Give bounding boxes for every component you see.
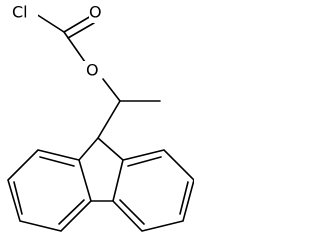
right-benzene-ring	[112, 149, 194, 232]
bond-c-o-ester	[63, 31, 86, 63]
left-ring-double-1	[39, 156, 75, 167]
fluorene-core	[7, 137, 194, 232]
right-ring-double-2	[119, 199, 145, 225]
bond-cl-c	[35, 13, 65, 33]
left-benzene-ring	[7, 149, 92, 232]
bond-c9-c8a	[97, 137, 124, 161]
left-ring-double-2	[58, 199, 85, 225]
ethyl-linker	[97, 100, 161, 139]
right-ring-double-3	[179, 181, 189, 215]
bond-c-o-double-a	[63, 15, 92, 33]
chemical-structure: Cl O O	[7, 3, 194, 232]
left-ring-double-3	[13, 181, 23, 215]
ester-oxygen-label: O	[86, 61, 99, 80]
bond-c-o-double-b	[67, 22, 95, 39]
bond-ch-c9	[97, 100, 121, 139]
right-ring-double-1	[127, 156, 162, 167]
ester-o-mask	[83, 61, 99, 81]
carbonyl-o-mask	[89, 5, 103, 23]
chloroformate-group	[35, 13, 121, 102]
bond-c9-c9a	[78, 137, 99, 161]
bond-o-ch	[102, 78, 121, 102]
carbonyl-oxygen-label: O	[89, 3, 102, 22]
cl-label-mask	[12, 3, 38, 23]
chlorine-atom-label: Cl	[12, 3, 28, 22]
